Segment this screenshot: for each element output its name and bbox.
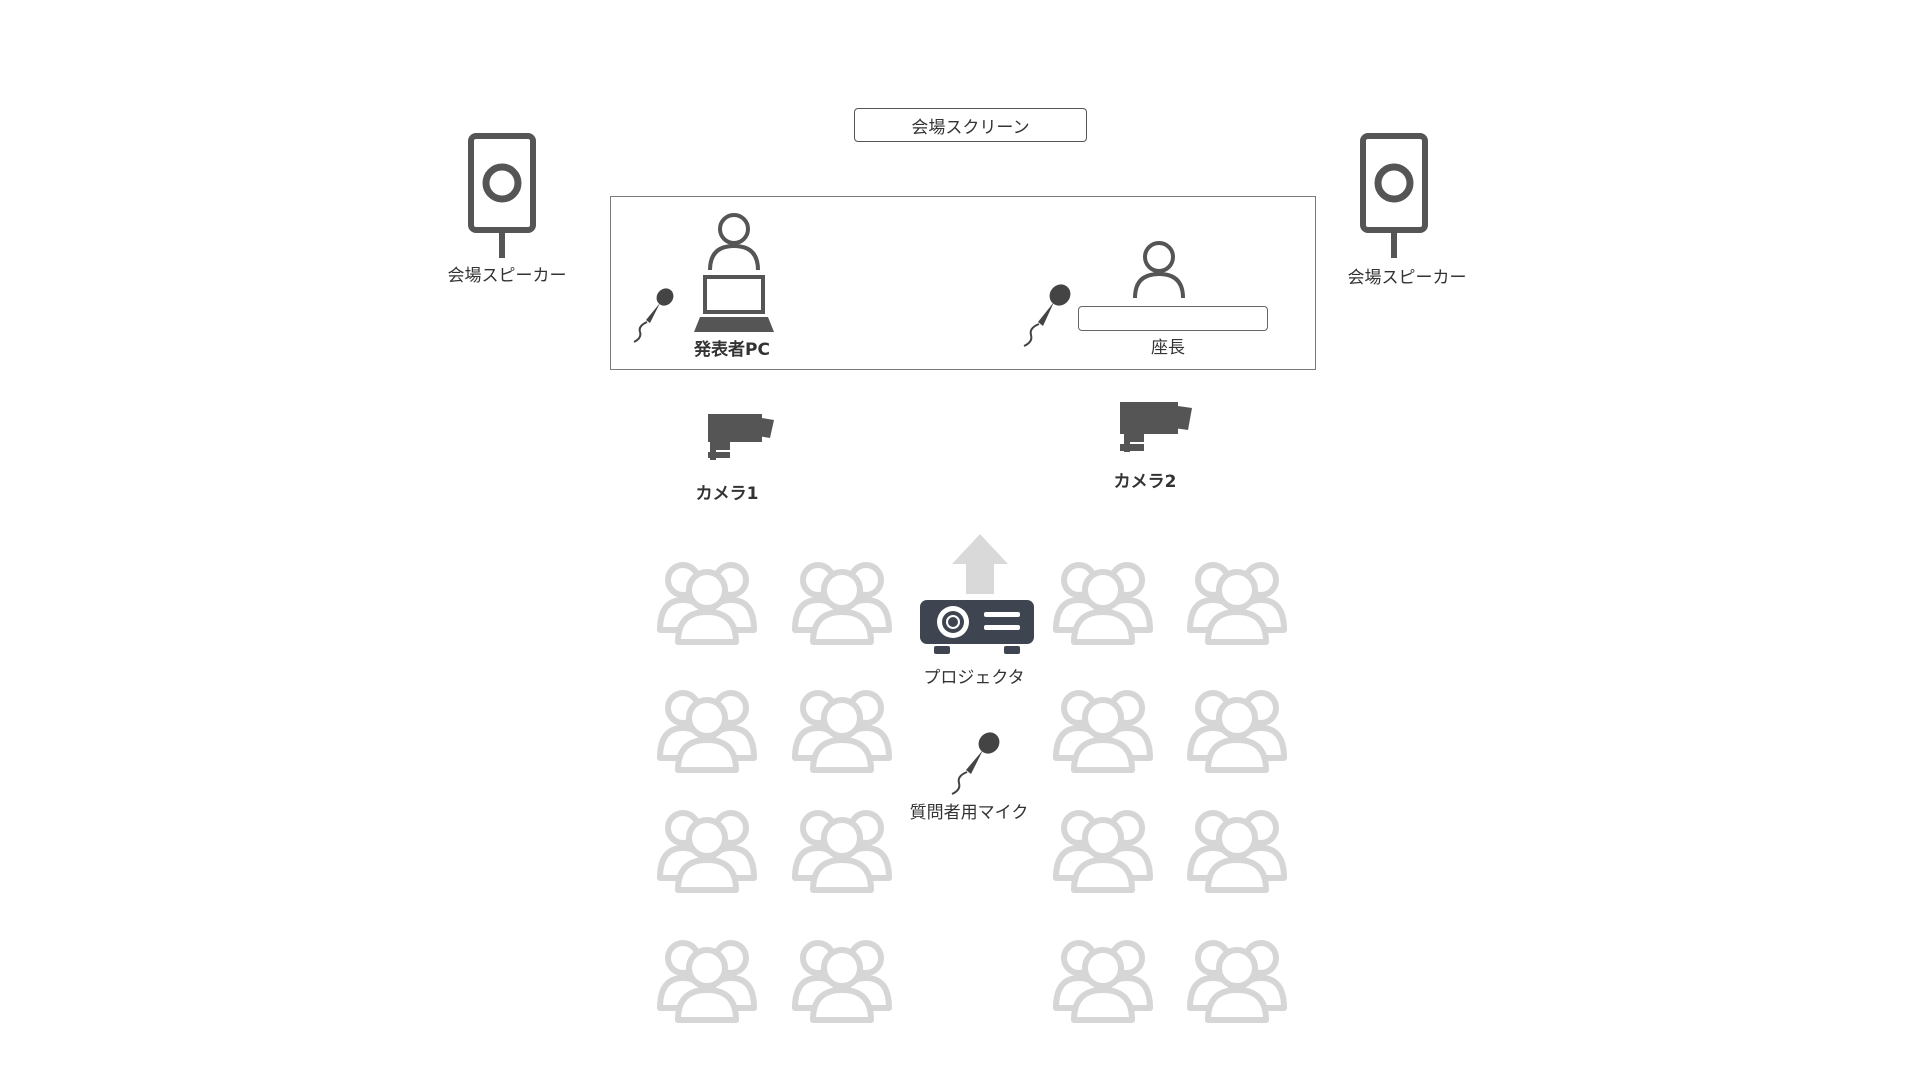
audience-group-icon	[1187, 562, 1287, 645]
audience-group-icon	[1187, 810, 1287, 893]
audience-group-icon	[1187, 690, 1287, 773]
camera1-label: カメラ1	[695, 484, 759, 504]
audience-group-icon	[657, 562, 757, 645]
speaker-right-label: 会場スピーカー	[1347, 268, 1467, 288]
chair-desk	[1078, 306, 1268, 331]
audience-group-icon	[1053, 690, 1153, 773]
microphone-icon	[633, 288, 674, 343]
person-icon	[708, 213, 760, 271]
camera-icon	[708, 414, 774, 460]
audience-group-icon	[1053, 810, 1153, 893]
speaker-left-label: 会場スピーカー	[447, 266, 567, 286]
person-icon	[1133, 241, 1185, 299]
audience-group-icon	[792, 690, 892, 773]
venue-screen-label: 会場スクリーン	[911, 118, 1030, 138]
audience-group-icon	[792, 940, 892, 1023]
audience-group-icon	[792, 810, 892, 893]
stage-area	[610, 196, 1316, 370]
audience-group-icon	[792, 562, 892, 645]
speaker-icon	[1360, 133, 1428, 258]
microphone-icon	[1023, 284, 1071, 347]
audience-mic-label: 質問者用マイク	[909, 803, 1029, 823]
microphone-icon	[951, 732, 1000, 795]
audience-group-icon	[1187, 940, 1287, 1023]
projector-label: プロジェクタ	[923, 668, 1025, 688]
venue-screen: 会場スクリーン	[854, 108, 1087, 142]
audience-group-icon	[657, 810, 757, 893]
audience-group-icon	[657, 690, 757, 773]
projector-icon	[920, 600, 1034, 654]
speaker-icon	[468, 133, 536, 258]
arrow-up-icon	[952, 534, 1008, 594]
camera2-label: カメラ2	[1113, 472, 1177, 492]
presenter-pc-label: 発表者PC	[694, 340, 770, 360]
audience-group-icon	[657, 940, 757, 1023]
camera-icon	[1120, 402, 1192, 452]
audience-group-icon	[1053, 940, 1153, 1023]
chair-label: 座長	[1151, 338, 1185, 358]
laptop-icon	[694, 275, 774, 332]
audience-group-icon	[1053, 562, 1153, 645]
